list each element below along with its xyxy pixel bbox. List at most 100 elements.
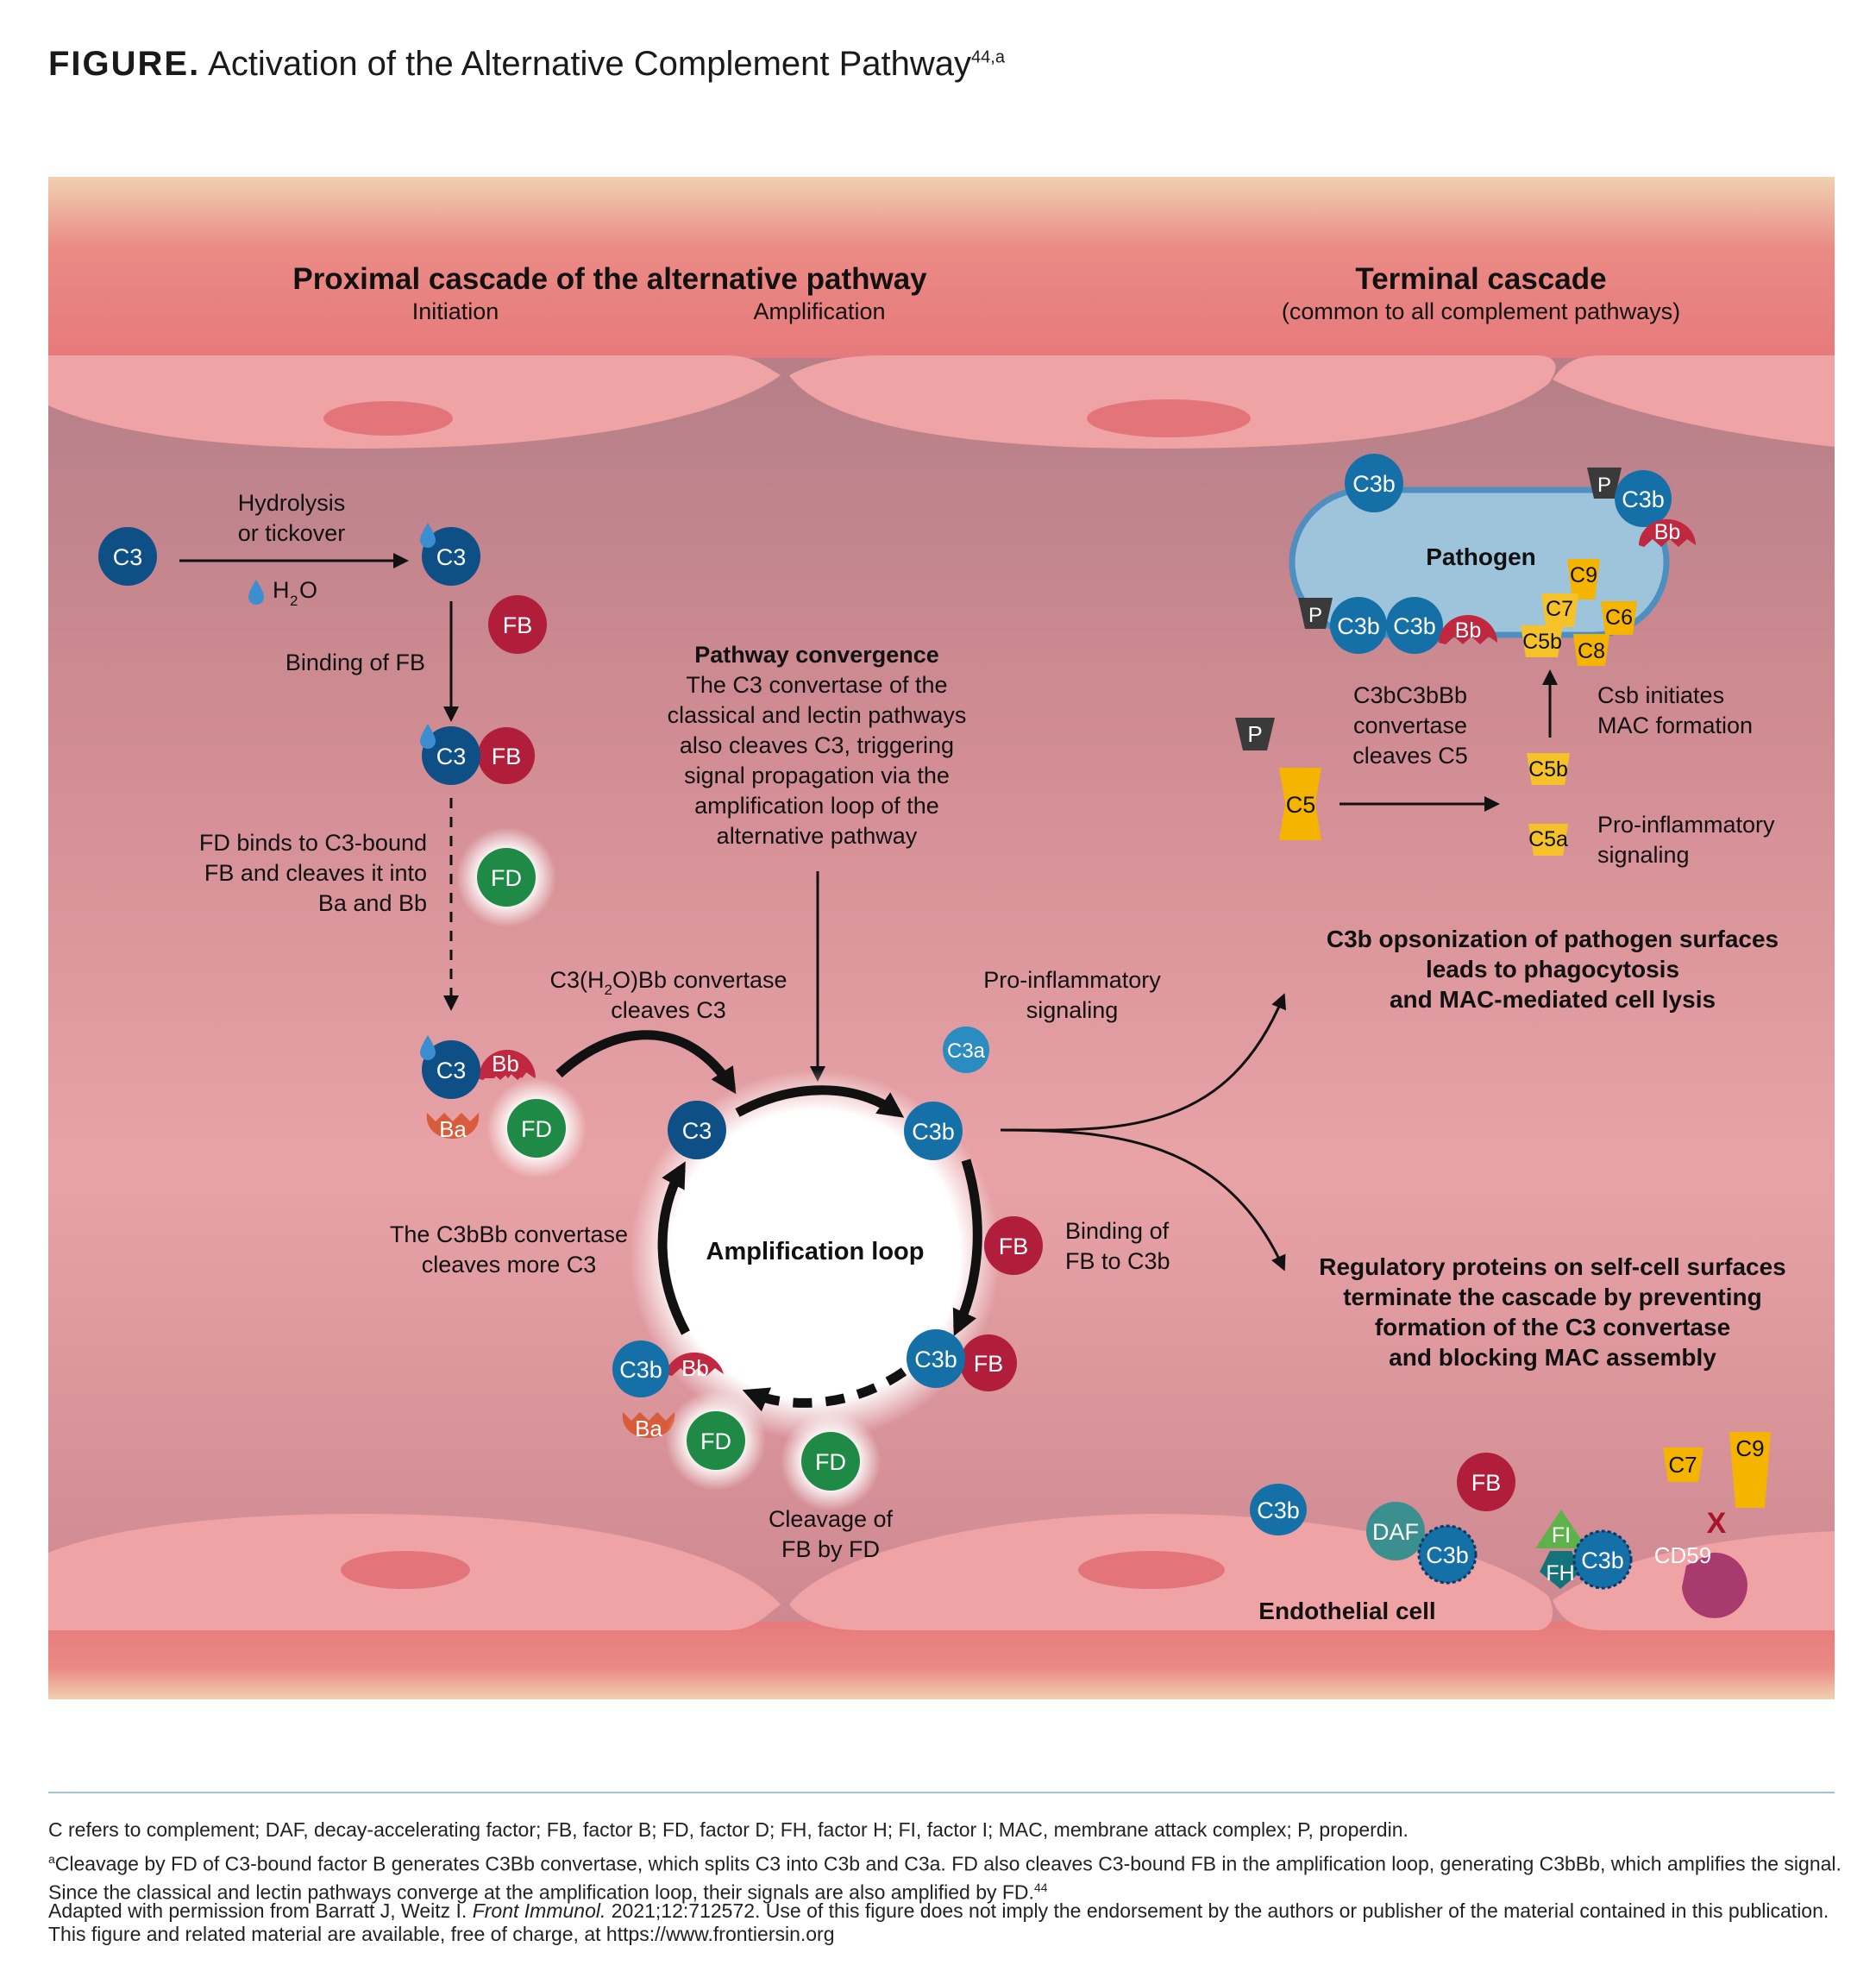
svg-text:O: O bbox=[299, 577, 317, 603]
c3a-molecule: C3a bbox=[943, 1027, 989, 1073]
proinflammatory-terminal-line2: signaling bbox=[1597, 842, 1690, 868]
footnote-abbreviations: C refers to complement; DAF, decay-accel… bbox=[48, 1818, 1409, 1841]
fd-binds-label-line2: FB and cleaves it into bbox=[204, 860, 427, 886]
ba-fragment-initiation: Ba bbox=[426, 1113, 480, 1142]
svg-text:C3: C3 bbox=[436, 544, 467, 570]
svg-text:C3b: C3b bbox=[1257, 1497, 1300, 1523]
c3bbb-convertase-loop: Bb C3b bbox=[612, 1340, 724, 1397]
convergence-line1: The C3 convertase of the bbox=[686, 672, 947, 698]
fb-free-molecule: FB bbox=[488, 595, 547, 654]
convergence-line5: amplification loop of the bbox=[694, 793, 939, 819]
hydrolysis-label-line2: or tickover bbox=[238, 520, 346, 546]
svg-text:C3b: C3b bbox=[619, 1357, 662, 1383]
c3-hydrolyzed-molecule: C3 bbox=[420, 523, 480, 586]
svg-text:C3b: C3b bbox=[1393, 613, 1436, 639]
regulatory-line1: Regulatory proteins on self-cell surface… bbox=[1319, 1253, 1786, 1280]
fi-fh-c3b-complex: FI FH C3b bbox=[1535, 1510, 1633, 1590]
svg-text:C3b: C3b bbox=[1337, 613, 1380, 639]
svg-text:P: P bbox=[1597, 474, 1611, 497]
c9-free: C9 bbox=[1729, 1432, 1771, 1508]
svg-text:FD: FD bbox=[521, 1116, 552, 1142]
svg-text:C3b: C3b bbox=[1622, 487, 1665, 512]
proximal-cascade-title: Proximal cascade of the alternative path… bbox=[292, 262, 927, 296]
svg-text:P: P bbox=[1247, 721, 1262, 747]
proinflammatory-loop-line1: Pro-inflammatory bbox=[983, 967, 1161, 993]
c3b-pathogen-top: C3b bbox=[1345, 454, 1403, 512]
regulatory-line3: formation of the C3 convertase bbox=[1375, 1314, 1730, 1340]
svg-text:C5b: C5b bbox=[1528, 757, 1568, 782]
svg-text:Ba: Ba bbox=[635, 1416, 662, 1441]
binding-fb-c3b-line2: FB to C3b bbox=[1065, 1248, 1170, 1274]
svg-text:FD: FD bbox=[700, 1428, 731, 1454]
c3h2o-to-loop-arrow bbox=[555, 1030, 737, 1095]
cd59-molecule: CD59 bbox=[1654, 1542, 1747, 1618]
loop-arrow-top bbox=[735, 1085, 905, 1118]
c3-fb-complex: FB C3 bbox=[420, 724, 535, 785]
regulatory-line2: terminate the cascade by preventing bbox=[1343, 1284, 1762, 1310]
svg-text:C6: C6 bbox=[1605, 606, 1633, 630]
fd-molecule-released: FD bbox=[486, 1078, 587, 1178]
c3bc3bbb-label-line3: cleaves C5 bbox=[1352, 743, 1468, 769]
water-label: H 2 O bbox=[273, 577, 317, 609]
c3bc3bbb-label-line2: convertase bbox=[1353, 713, 1467, 738]
svg-text:Bb: Bb bbox=[1654, 520, 1681, 544]
svg-text:C3b: C3b bbox=[914, 1347, 957, 1372]
svg-text:C9: C9 bbox=[1570, 563, 1597, 587]
c3h2o-convertase-label-line2: cleaves C3 bbox=[611, 997, 726, 1023]
svg-text:C8: C8 bbox=[1578, 639, 1605, 663]
convergence-line2: classical and lectin pathways bbox=[668, 702, 967, 728]
opsonization-line3: and MAC-mediated cell lysis bbox=[1390, 986, 1716, 1013]
convergence-line4: signal propagation via the bbox=[684, 763, 950, 788]
daf-c3b-complex: DAF C3b bbox=[1366, 1502, 1478, 1585]
c5-molecule: C5 bbox=[1279, 768, 1321, 840]
c3-h2o-bb-convertase: Bb C3 bbox=[420, 1035, 536, 1099]
c5b-molecule-free: C5b bbox=[1527, 753, 1570, 785]
footnote-adapted: Adapted with permission from Barratt J, … bbox=[48, 1899, 1829, 1945]
svg-text:CD59: CD59 bbox=[1654, 1542, 1711, 1568]
c3bbb-cleaves-line2: cleaves more C3 bbox=[422, 1252, 597, 1278]
convergence-title: Pathway convergence bbox=[694, 642, 939, 668]
regulatory-line4: and blocking MAC assembly bbox=[1389, 1344, 1716, 1371]
endothelial-cells-top bbox=[48, 355, 1835, 449]
svg-text:FD: FD bbox=[491, 865, 522, 891]
svg-text:C7: C7 bbox=[1546, 597, 1573, 621]
svg-text:C9: C9 bbox=[1735, 1435, 1764, 1461]
svg-text:C3: C3 bbox=[436, 744, 467, 769]
c5a-molecule: C5a bbox=[1528, 824, 1568, 856]
c3bbb-cleaves-line1: The C3bBb convertase bbox=[390, 1221, 628, 1247]
svg-text:C3b: C3b bbox=[1426, 1542, 1469, 1568]
properdin-free: P bbox=[1235, 718, 1275, 750]
loop-arrow-bottom-dashed bbox=[742, 1367, 907, 1412]
svg-text:FB: FB bbox=[492, 744, 522, 769]
footnote-a: aCleavage by FD of C3-bound factor B gen… bbox=[48, 1852, 1841, 1904]
c3-molecule-start: C3 bbox=[98, 527, 157, 586]
terminal-cascade-title: Terminal cascade bbox=[1355, 262, 1606, 296]
amplification-loop-glow bbox=[630, 1070, 1001, 1441]
loop-arrow-right bbox=[952, 1158, 982, 1337]
hydrolysis-label-line1: Hydrolysis bbox=[238, 490, 346, 516]
initiation-label: Initiation bbox=[412, 298, 499, 324]
svg-text:P: P bbox=[1308, 604, 1322, 627]
svg-text:C5b: C5b bbox=[1522, 630, 1562, 654]
c3bc3bbb-label-line1: C3bC3bBb bbox=[1353, 682, 1467, 708]
opsonization-line1: C3b opsonization of pathogen surfaces bbox=[1327, 926, 1779, 952]
cleavage-label-line1: Cleavage of bbox=[769, 1506, 894, 1532]
vessel-wall-bottom bbox=[48, 1622, 1835, 1699]
fd-molecule-loop-bound: FD bbox=[666, 1391, 766, 1491]
ba-fragment-loop: Ba bbox=[622, 1412, 675, 1441]
figure-title: Activation of the Alternative Complement… bbox=[208, 45, 972, 83]
fd-binds-label-line1: FD binds to C3-bound bbox=[199, 830, 427, 856]
c7-free: C7 bbox=[1663, 1447, 1703, 1482]
vessel-wall-top bbox=[48, 177, 1835, 358]
svg-text:FB: FB bbox=[503, 612, 533, 638]
svg-text:Bb: Bb bbox=[1455, 618, 1482, 643]
svg-text:C3: C3 bbox=[113, 544, 143, 570]
pathogen-label: Pathogen bbox=[1426, 543, 1536, 570]
svg-text:2: 2 bbox=[290, 593, 298, 609]
fd-molecule-initiation: FD bbox=[456, 827, 556, 927]
csb-initiates-line1: Csb initiates bbox=[1597, 682, 1724, 708]
svg-text:C3b: C3b bbox=[912, 1119, 955, 1145]
fd-molecule-loop: FD bbox=[781, 1411, 881, 1511]
mac-blocked-x-icon: X bbox=[1707, 1507, 1727, 1540]
